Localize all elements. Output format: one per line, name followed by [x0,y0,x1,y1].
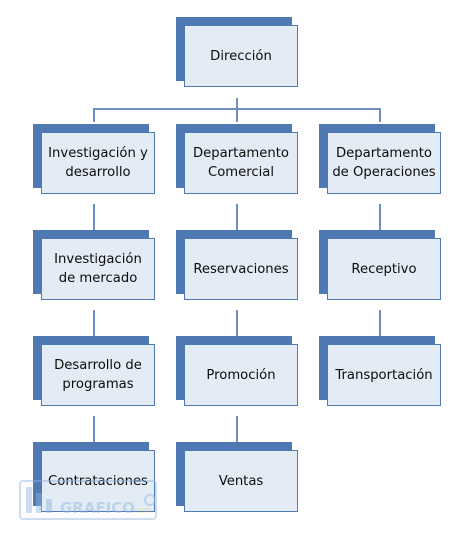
node-promocion: Promoción [176,336,300,408]
node-transportacion: Transportación [319,336,443,408]
node-label: Departamento de Operaciones [327,132,441,194]
connector-col2-1 [236,204,238,232]
connector-col3-1 [379,204,381,232]
node-label: Investigación de mercado [41,238,155,300]
connector-col2-2 [236,310,238,338]
node-departamento-comercial: Departamento Comercial [176,124,300,196]
node-receptivo: Receptivo [319,230,443,302]
node-contrataciones: Contrataciones [33,442,157,514]
connector-col3-top [379,108,381,122]
connector-col1-2 [93,310,95,338]
connector-col1-1 [93,204,95,232]
node-departamento-operaciones: Departamento de Operaciones [319,124,443,196]
connector-col1-top [93,108,95,122]
node-direccion: Dirección [176,17,300,89]
node-label: Contrataciones [41,450,155,512]
node-label: Investigación y desarrollo [41,132,155,194]
connector-col1-3 [93,416,95,444]
connector-col3-2 [379,310,381,338]
node-label: Transportación [327,344,441,406]
node-label: Promoción [184,344,298,406]
connector-root-down [236,98,238,110]
node-label: Receptivo [327,238,441,300]
node-label: Reservaciones [184,238,298,300]
node-desarrollo-programas: Desarrollo de programas [33,336,157,408]
connector-col2-top [236,108,238,122]
node-label: Departamento Comercial [184,132,298,194]
node-ventas: Ventas [176,442,300,514]
node-investigacion-mercado: Investigación de mercado [33,230,157,302]
node-investigacion-desarrollo: Investigación y desarrollo [33,124,157,196]
node-label: Ventas [184,450,298,512]
node-label: Dirección [184,25,298,87]
connector-col2-3 [236,416,238,444]
node-label: Desarrollo de programas [41,344,155,406]
node-reservaciones: Reservaciones [176,230,300,302]
